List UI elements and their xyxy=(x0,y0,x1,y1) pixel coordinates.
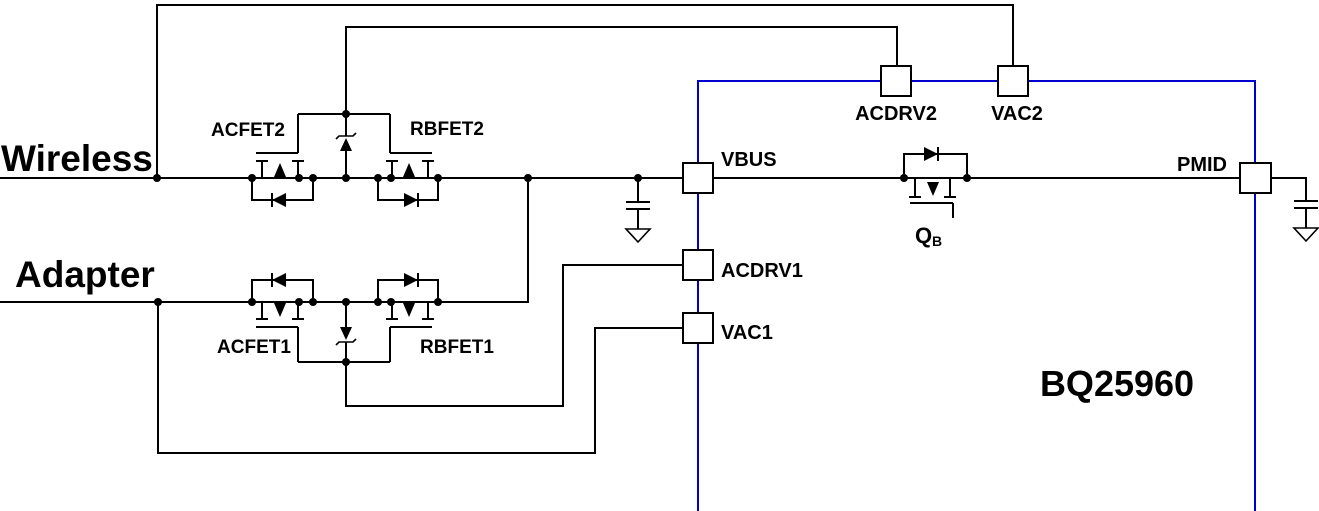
rbfet1-body-arrow xyxy=(403,303,415,317)
rbfet2-body-arrow xyxy=(403,163,415,177)
zener-top-bar xyxy=(335,132,357,140)
cap-pmid-plates xyxy=(1294,200,1318,228)
pin-vac2 xyxy=(997,65,1029,97)
pin-vac1 xyxy=(682,312,714,344)
wire-adapter-input xyxy=(0,178,529,303)
wire-pmid-to-cap xyxy=(1271,177,1307,201)
qb-diode-arrow xyxy=(924,147,938,161)
junction-dot xyxy=(900,174,908,182)
qb-body-diode-branch xyxy=(903,153,968,178)
rbfet2-channel-contacts xyxy=(386,160,434,178)
junction-dot xyxy=(342,174,350,182)
acfet1-gate-plate xyxy=(256,326,299,362)
pin-vbus-label: VBUS xyxy=(721,149,777,171)
wire-vac2-sense xyxy=(156,4,1014,178)
pin-vac1-label: VAC1 xyxy=(721,322,773,344)
junction-dot xyxy=(153,174,161,182)
rbfet1-diode-arrow xyxy=(404,273,418,287)
junction-dot xyxy=(963,174,971,182)
acfet1-channel-contacts xyxy=(256,302,304,320)
qb-channel-contacts xyxy=(909,178,956,198)
pin-vac2-label: VAC2 xyxy=(991,103,1043,125)
rbfet1-label: RBFET1 xyxy=(420,337,494,358)
pin-pmid-label: PMID xyxy=(1177,154,1227,176)
pin-acdrv1-label: ACDRV1 xyxy=(721,260,803,282)
component-fills xyxy=(153,110,971,366)
junction-dot xyxy=(434,298,442,306)
junction-dot xyxy=(342,358,350,366)
rbfet2-gate-plate xyxy=(389,114,432,154)
junction-dot xyxy=(524,174,532,182)
junction-dot xyxy=(295,298,303,306)
ic-boundary-outline xyxy=(697,80,1256,511)
junction-dot xyxy=(374,174,382,182)
component-strokes xyxy=(251,113,1319,363)
junction-dot xyxy=(342,110,350,118)
zener-bottom-arrow xyxy=(340,327,352,340)
zener-top-arrow xyxy=(340,138,352,151)
device-title: BQ25960 xyxy=(1040,363,1194,404)
junction-dot xyxy=(309,298,317,306)
pin-box-fills xyxy=(682,65,1272,344)
cap-vbus-plates xyxy=(626,201,650,229)
wire-acdrv1-gate-drive xyxy=(345,264,683,407)
wires xyxy=(0,4,1307,454)
wire-acdrv2-gate-drive xyxy=(345,26,898,114)
junction-dot xyxy=(309,174,317,182)
junction-dot xyxy=(387,298,395,306)
pin-boxes xyxy=(682,65,1272,344)
junction-dot xyxy=(342,298,350,306)
junction-dot xyxy=(434,174,442,182)
acfet1-diode-arrow xyxy=(272,273,286,287)
junction-dot xyxy=(374,298,382,306)
qb-gate-plate xyxy=(910,202,954,218)
rbfet2-label: RBFET2 xyxy=(410,119,484,140)
ground-icon-pmid xyxy=(1292,227,1319,243)
acfet1-label: ACFET1 xyxy=(217,337,291,358)
wireless-input-label: Wireless xyxy=(1,138,153,179)
pin-acdrv2-label: ACDRV2 xyxy=(855,103,937,125)
pin-vbus xyxy=(682,162,714,194)
junction-dot xyxy=(248,298,256,306)
pin-acdrv2 xyxy=(880,65,912,97)
adapter-input-label: Adapter xyxy=(15,254,155,295)
wire-vac1-sense xyxy=(157,302,683,454)
pin-acdrv1 xyxy=(682,249,714,281)
acfet2-gate-plate xyxy=(256,114,299,154)
rbfet1-channel-contacts xyxy=(386,302,434,320)
capacitor-vbus xyxy=(626,201,650,229)
rbfet2-diode-arrow xyxy=(404,193,418,207)
rbfet1-gate-plate xyxy=(389,326,432,362)
pin-pmid xyxy=(1239,162,1272,194)
junction-dot xyxy=(387,174,395,182)
junction-dot xyxy=(295,174,303,182)
acfet2-label: ACFET2 xyxy=(211,120,285,141)
acfet2-channel-contacts xyxy=(256,160,304,178)
capacitor-pmid xyxy=(1294,200,1318,228)
zener-bottom-bar xyxy=(335,338,357,346)
ground-icon-vbus xyxy=(624,228,652,244)
junction-dot xyxy=(634,174,642,182)
qb-fet-label-subscript: B xyxy=(932,233,942,249)
qb-body-arrow xyxy=(927,182,939,196)
acfet2-body-arrow xyxy=(274,163,286,177)
acfet1-body-arrow xyxy=(274,303,286,317)
junction-dots xyxy=(153,110,971,366)
qb-fet-label: Q xyxy=(915,223,932,248)
junction-dot xyxy=(154,298,162,306)
junction-dot xyxy=(248,174,256,182)
acfet2-diode-arrow xyxy=(272,193,286,207)
labels: Wireless Adapter ACFET2 RBFET2 ACFET1 RB… xyxy=(1,103,1227,404)
